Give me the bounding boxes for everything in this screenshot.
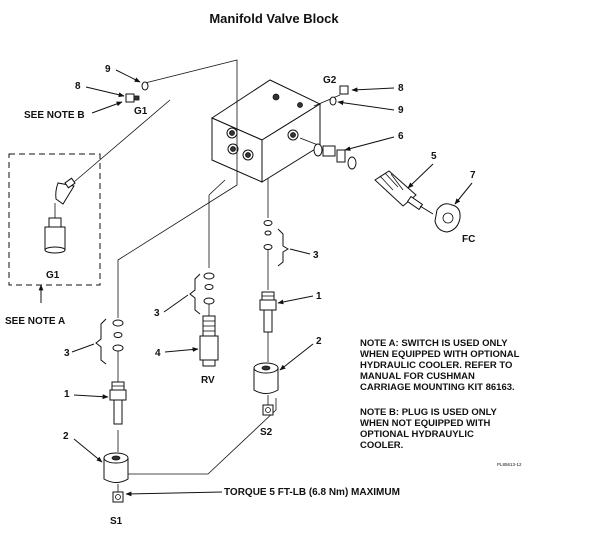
- check-valve-1-left: [109, 381, 127, 425]
- assembly-lines: [73, 59, 341, 475]
- note-a-line: MANUAL FOR CUSHMAN: [360, 371, 475, 382]
- callout-8-top: 8: [75, 81, 81, 92]
- note-b-line: COOLER.: [360, 440, 403, 451]
- label-see-note-b: SEE NOTE B: [24, 110, 85, 121]
- solenoid-2-right: [253, 362, 279, 394]
- seals-3-right: [263, 220, 273, 250]
- solenoid-2-left: [103, 452, 129, 483]
- note-b-line: NOTE B: PLUG IS USED ONLY: [360, 407, 498, 418]
- diagram-title: Manifold Valve Block: [209, 11, 339, 26]
- callout-3-left: 3: [64, 348, 70, 359]
- callout-2-left: 2: [63, 431, 69, 442]
- fitting-6: [313, 143, 357, 170]
- seals-3-left: [112, 319, 124, 352]
- callout-4: 4: [155, 348, 161, 359]
- label-rv: RV: [201, 375, 215, 386]
- note-a-line: WHEN EQUIPPED WITH OPTIONAL: [360, 349, 520, 360]
- callout-6: 6: [398, 131, 404, 142]
- callout-1-right: 1: [316, 291, 322, 302]
- callout-3-mid: 3: [154, 308, 160, 319]
- label-s2: S2: [260, 427, 273, 438]
- seals-3-mid: [203, 272, 215, 305]
- valve-5: [374, 170, 424, 211]
- label-see-note-a: SEE NOTE A: [5, 316, 65, 327]
- callout-9-top: 9: [105, 64, 111, 75]
- label-fc: FC: [462, 234, 475, 245]
- note-a-line: NOTE A: SWITCH IS USED ONLY: [360, 338, 508, 349]
- plug-g1-top: [125, 81, 149, 103]
- torque-note: TORQUE 5 FT-LB (6.8 Nm) MAXIMUM: [224, 487, 400, 498]
- label-g2: G2: [323, 75, 337, 86]
- callout-9-right: 9: [398, 105, 404, 116]
- check-valve-1-right: [259, 291, 277, 333]
- note-a-line: HYDRAULIC COOLER. REFER TO: [360, 360, 512, 371]
- label-g1-box: G1: [46, 270, 60, 281]
- callout-8-right: 8: [398, 83, 404, 94]
- callout-3-right: 3: [313, 250, 319, 261]
- note-a-box: [8, 153, 101, 286]
- switch-g1: [44, 177, 76, 254]
- note-b-line: OPTIONAL HYDRAUYLIC: [360, 429, 474, 440]
- note-a-text: NOTE A: SWITCH IS USED ONLY WHEN EQUIPPE…: [360, 338, 520, 393]
- callout-1-left: 1: [64, 389, 70, 400]
- knob-7-fc: [419, 203, 461, 233]
- nut-s1: [112, 491, 124, 503]
- figure-code: PL85613-12: [497, 462, 522, 467]
- note-b-line: WHEN NOT EQUIPPED WITH: [360, 418, 491, 429]
- label-s1: S1: [110, 516, 123, 527]
- callout-2-right: 2: [316, 336, 322, 347]
- nut-s2: [262, 404, 274, 416]
- callout-7: 7: [470, 170, 476, 181]
- label-g1-top: G1: [134, 106, 148, 117]
- plug-g2: [329, 85, 349, 106]
- manifold-block: [210, 79, 322, 183]
- callout-5: 5: [431, 151, 437, 162]
- relief-valve-4: [199, 315, 219, 367]
- note-b-text: NOTE B: PLUG IS USED ONLY WHEN NOT EQUIP…: [360, 407, 498, 451]
- note-a-line: CARRIAGE MOUNTING KIT 86163.: [360, 382, 515, 393]
